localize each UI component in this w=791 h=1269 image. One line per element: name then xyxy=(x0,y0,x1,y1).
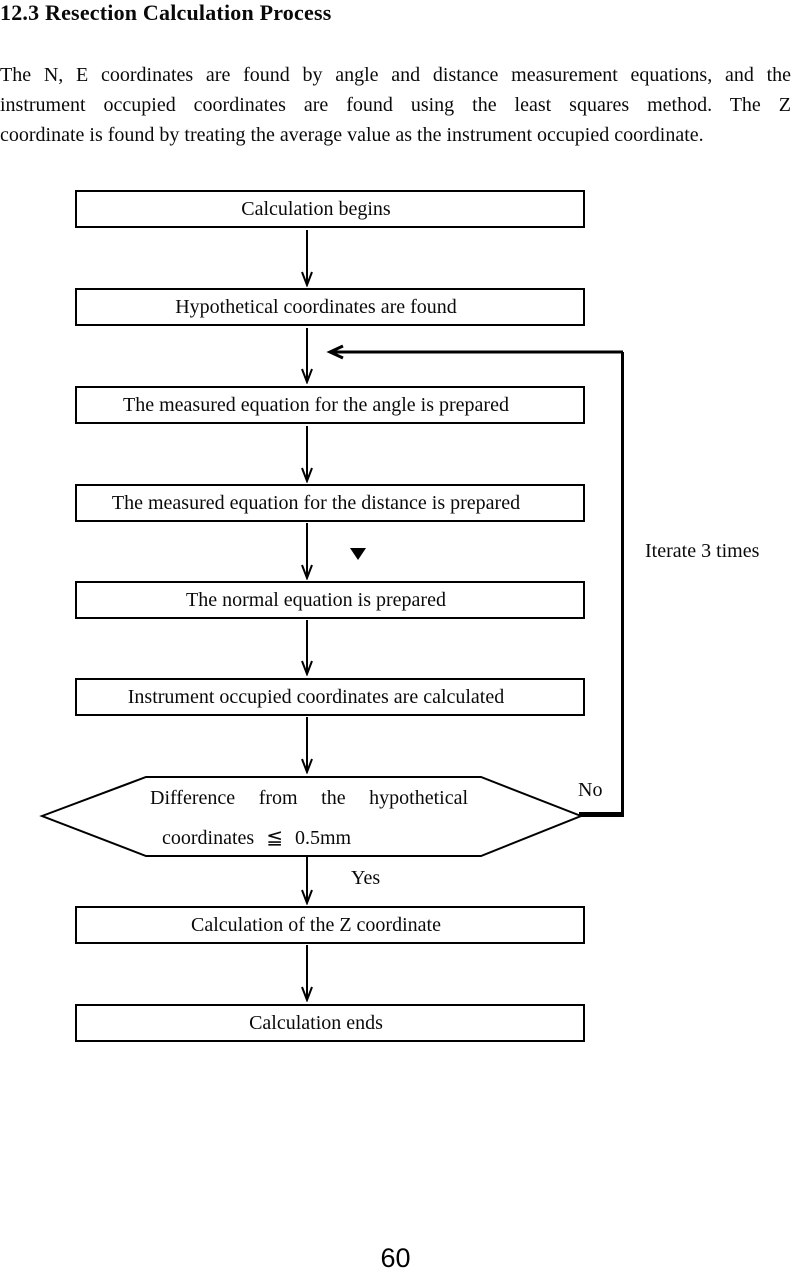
paragraph-line-2: instrument occupied coordinates are foun… xyxy=(0,94,791,116)
flow-step-distance-equation: The measured equation for the distance i… xyxy=(75,484,585,522)
section-heading: 12.3 Resection Calculation Process xyxy=(0,0,332,25)
flow-step-normal-equation: The normal equation is prepared xyxy=(75,581,585,619)
no-label: No xyxy=(578,779,603,801)
paragraph-line-1: The N, E coordinates are found by angle … xyxy=(0,64,791,86)
flow-step-calculation-begins: Calculation begins xyxy=(75,190,585,228)
down-arrow-icon xyxy=(301,857,313,905)
flow-step-angle-equation: The measured equation for the angle is p… xyxy=(75,386,585,424)
decision-text-line-1: Difference from the hypothetical xyxy=(150,787,468,809)
decision-hexagon xyxy=(39,776,584,857)
paragraph-line-3: coordinate is found by treating the aver… xyxy=(0,124,704,146)
down-arrow-icon xyxy=(301,426,313,483)
page-number: 60 xyxy=(380,1243,411,1269)
flow-step-calculation-ends: Calculation ends xyxy=(75,1004,585,1042)
feedback-bottom-line xyxy=(579,812,624,817)
feedback-vertical-line xyxy=(621,352,624,815)
down-arrow-icon xyxy=(301,717,313,774)
triangle-marker-icon xyxy=(350,548,366,560)
decision-text-line-2: coordinates ≦ 0.5mm xyxy=(162,827,352,849)
down-arrow-icon xyxy=(301,328,313,384)
down-arrow-icon xyxy=(301,230,313,287)
flow-step-occupied-coordinates: Instrument occupied coordinates are calc… xyxy=(75,678,585,716)
intro-paragraph: The N, E coordinates are found by angle … xyxy=(0,60,791,150)
iterate-label: Iterate 3 times xyxy=(645,540,760,562)
flow-step-z-coordinate: Calculation of the Z coordinate xyxy=(75,906,585,944)
down-arrow-icon xyxy=(301,523,313,580)
feedback-left-arrow-icon xyxy=(326,344,623,360)
flow-step-hypothetical-coordinates: Hypothetical coordinates are found xyxy=(75,288,585,326)
down-arrow-icon xyxy=(301,945,313,1002)
down-arrow-icon xyxy=(301,620,313,676)
yes-label: Yes xyxy=(351,867,381,889)
